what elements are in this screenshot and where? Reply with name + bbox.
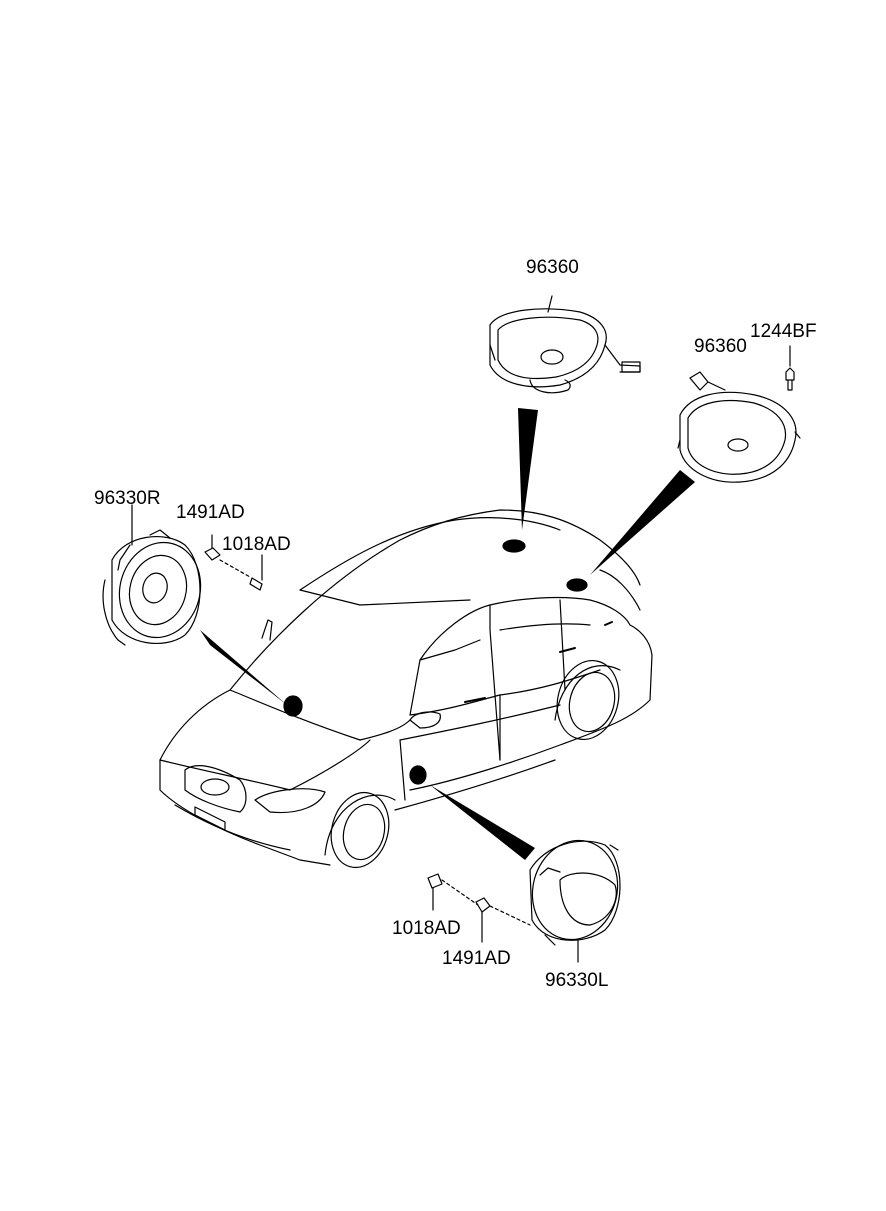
car-outline: [159, 509, 653, 869]
screw-right: [249, 554, 263, 591]
front-left-location: [409, 765, 427, 785]
front-right-location: [283, 695, 303, 717]
screw-1244bf: [785, 345, 795, 391]
label-clip-left: 1491AD: [442, 948, 511, 969]
label-rear-center-speaker: 96360: [526, 257, 579, 278]
rear-center-location: [502, 539, 526, 553]
rear-right-speaker: [677, 371, 801, 483]
wedge-front-right: [200, 630, 287, 705]
wedge-rear-center: [518, 408, 538, 530]
front-left-speaker: [529, 839, 621, 963]
rear-right-location: [566, 578, 588, 592]
label-screw-right: 1018AD: [222, 534, 291, 555]
label-front-left-speaker: 96330L: [545, 970, 609, 991]
speaker-locations: [283, 539, 588, 785]
label-screw-left: 1018AD: [392, 918, 461, 939]
label-clip-right: 1491AD: [176, 502, 245, 523]
wedge-front-left: [430, 785, 535, 860]
label-rear-right-speaker: 96360: [694, 336, 747, 357]
front-right-speaker: [102, 504, 202, 646]
clip-left: [475, 897, 531, 943]
clip-right: [204, 534, 251, 578]
label-front-right-speaker: 96330R: [94, 488, 161, 509]
leader-wedges: [200, 408, 695, 860]
wedge-rear-right: [590, 470, 695, 575]
label-screw-1244bf: 1244BF: [750, 321, 817, 342]
screw-left: [427, 873, 479, 911]
rear-center-speaker: [489, 295, 641, 394]
